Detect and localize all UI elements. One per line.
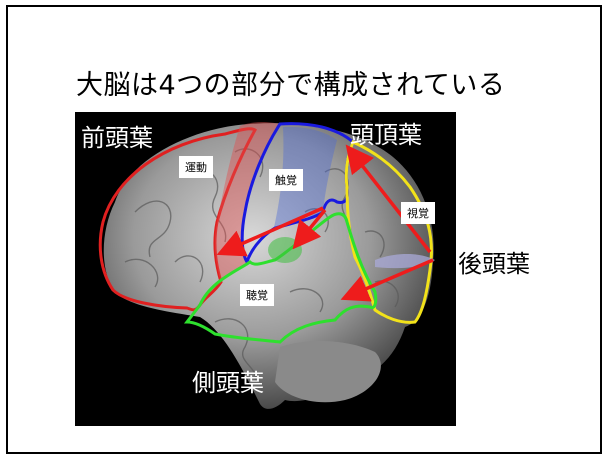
arrows [216, 144, 434, 302]
brain-shape [103, 123, 434, 409]
auditory-area [268, 237, 302, 263]
slide-title: 大脳は4つの部分で構成されている [76, 70, 506, 101]
arrow-parietal-to-temporal [292, 208, 327, 250]
parietal-lobe-label: 頭頂葉 [350, 121, 422, 149]
occipital-lobe-outline [344, 139, 433, 324]
brain-texture [124, 148, 399, 383]
occipital-lobe-label: 後頭葉 [458, 250, 530, 278]
brain-illustration [98, 122, 435, 409]
temporal-lobe-outline [183, 212, 378, 344]
hearing-area-label: 聴覚 [240, 284, 274, 306]
temporal-lobe-label: 側頭葉 [192, 369, 264, 397]
vision-area-label: 視覚 [401, 202, 435, 224]
cerebellum-shape [275, 340, 381, 403]
motor-area-label: 運動 [179, 156, 213, 178]
frontal-lobe-outline [98, 127, 258, 312]
brain-diagram: 前頭葉 頭頂葉 側頭葉 運動 触覚 視覚 聴覚 [75, 112, 456, 426]
arrow-occipital-to-parietal [345, 144, 432, 254]
touch-area-label: 触覚 [269, 169, 303, 191]
arrow-parietal-to-frontal [216, 206, 324, 257]
frontal-lobe-label: 前頭葉 [81, 124, 153, 152]
arrow-occipital-to-temporal [340, 258, 434, 302]
touch-area [273, 126, 337, 232]
